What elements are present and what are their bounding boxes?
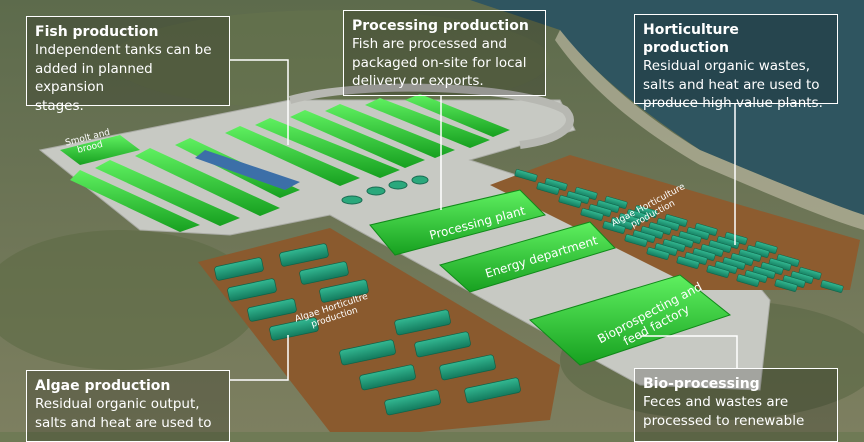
algae-ponds-left <box>214 243 521 416</box>
leader-lines <box>230 59 738 381</box>
access-road <box>288 83 574 149</box>
horticulture-production-body: Residual organic wastes, salts and heat … <box>643 58 823 111</box>
bio-processing-title: Bio-processing <box>643 376 760 392</box>
aquaculture-site-illustration <box>0 0 864 432</box>
algae-pond <box>514 169 538 182</box>
algae-pond <box>536 182 560 195</box>
horticulture-production-callout: Horticulture production Residual organic… <box>634 14 838 111</box>
sea <box>470 0 864 215</box>
processing-plant <box>369 189 546 256</box>
algae-pond <box>676 256 700 269</box>
bio-processing-body: Feces and wastes are processed to renewa… <box>643 394 805 429</box>
bioprospecting-factory <box>529 274 732 366</box>
algae-pond <box>646 247 670 260</box>
algae-pond <box>558 195 582 208</box>
algae-production-body: Residual organic output, salts and heat … <box>35 396 212 431</box>
horticulture-production-title: Horticulture production <box>643 22 739 56</box>
processing-production-callout: Processing production Fish are processed… <box>343 10 546 96</box>
fish-production-body: Independent tanks can be added in planne… <box>35 42 212 114</box>
algae-pond <box>774 279 798 292</box>
algae-plot-left-soil <box>198 228 560 432</box>
algae-pond <box>820 280 844 293</box>
processing-production-body: Fish are processed and packaged on-site … <box>352 36 527 89</box>
round-tanks <box>341 175 429 205</box>
energy-department <box>438 221 616 293</box>
shoreline <box>555 30 864 230</box>
fish-tank-halls <box>60 94 510 232</box>
bio-processing-callout: Bio-processing Feces and wastes are proc… <box>634 368 838 442</box>
algae-production-title: Algae production <box>35 378 171 394</box>
algae-pond <box>602 221 626 234</box>
algae-production-callout: Algae production Residual organic output… <box>26 370 230 442</box>
algae-pond <box>580 208 604 221</box>
fish-production-callout: Fish production Independent tanks can be… <box>26 16 230 114</box>
algae-pond <box>736 274 760 287</box>
algae-pond <box>624 234 648 247</box>
algae-ponds-right <box>514 169 844 293</box>
algae-pond <box>706 265 730 278</box>
fish-production-title: Fish production <box>35 24 159 40</box>
processing-production-title: Processing production <box>352 18 529 34</box>
